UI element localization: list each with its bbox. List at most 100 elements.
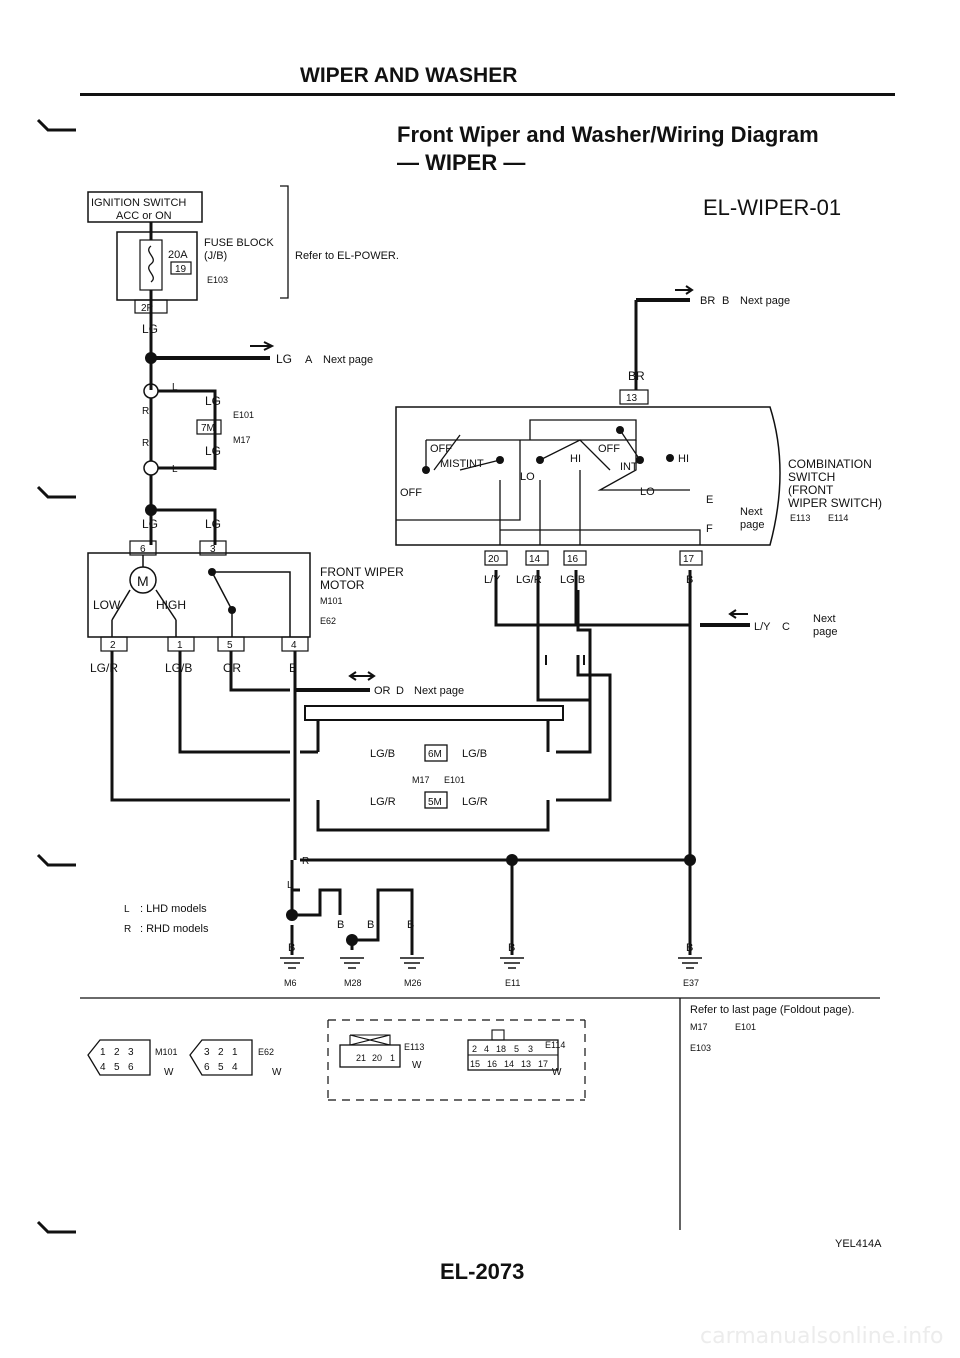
motor-pin-2: 2 [110, 640, 116, 651]
svg-text:E113: E113 [404, 1042, 424, 1052]
legend-lhd: : LHD models [140, 903, 207, 915]
wire-ly-2: L/Y [754, 621, 771, 633]
svg-text:3: 3 [128, 1047, 134, 1058]
svg-text:16: 16 [487, 1059, 497, 1069]
next-page-d: Next page [414, 685, 464, 697]
wire-or: OR [223, 661, 241, 675]
pos-lo-2: LO [640, 486, 655, 498]
wire-lg-5: LG [142, 517, 158, 531]
ground-m6: M6 [284, 978, 297, 988]
margin-mark [36, 1220, 76, 1234]
figure-code: YEL414A [835, 1238, 882, 1250]
ignition-label: IGNITION SWITCH [91, 197, 186, 209]
fuse-block-label-2: (J/B) [204, 250, 227, 262]
combi-label-3: (FRONT [788, 483, 834, 497]
fuse-amp: 20A [168, 249, 188, 261]
svg-text:M101: M101 [155, 1047, 178, 1057]
wire-lgb-3: LG/B [462, 748, 487, 760]
svg-text:18: 18 [496, 1044, 506, 1054]
next-page-b: Next page [740, 295, 790, 307]
combi-conn-e113: E113 [790, 513, 810, 523]
wire-lgb: LG/B [165, 661, 192, 675]
motor-pin-4: 4 [291, 640, 297, 651]
wire-lg-2: LG [276, 352, 292, 366]
joint-5m: 5M [428, 797, 442, 808]
svg-text:4: 4 [484, 1044, 489, 1054]
conn-m17: M17 [233, 435, 251, 445]
pos-int-2: INT [620, 461, 638, 473]
marker-r-2: R [142, 438, 149, 449]
motor-high: HIGH [156, 598, 186, 612]
wire-lg-4: LG [205, 444, 221, 458]
wire-b: B [289, 661, 297, 675]
wire-br: BR [700, 295, 715, 307]
pin-14: 14 [529, 554, 541, 565]
marker-l-2: L [172, 464, 178, 475]
wire-lgr-4: LG/R [516, 574, 542, 586]
next-ef: Next [740, 506, 763, 518]
wire-lg: LG [142, 322, 158, 336]
fuse-block-label: FUSE BLOCK [204, 237, 274, 249]
wire-b-8: B [686, 942, 693, 954]
motor-conn-e62: E62 [320, 616, 336, 626]
next-ref-e: E [706, 494, 713, 506]
fuse-number: 19 [175, 264, 187, 275]
ground-e37: E37 [683, 978, 699, 988]
wire-lgb-2: LG/B [370, 748, 395, 760]
wire-b-2: B [686, 574, 693, 586]
wire-br-2: BR [628, 369, 645, 383]
marker-l-bus: L [287, 880, 293, 891]
conn-e101-2: E101 [444, 775, 465, 785]
combi-label-2: SWITCH [788, 470, 835, 484]
svg-text:W: W [272, 1067, 282, 1078]
marker-l: L [172, 382, 178, 393]
margin-mark [36, 118, 76, 132]
svg-text:E114: E114 [545, 1040, 565, 1050]
joint-7m: 7M [201, 423, 215, 434]
svg-text:21: 21 [356, 1053, 366, 1063]
pin-17: 17 [683, 554, 695, 565]
refer-e101: E101 [735, 1022, 756, 1032]
section-title: WIPER AND WASHER [300, 64, 518, 87]
refer-power: Refer to EL-POWER. [295, 250, 399, 262]
wire-b-5: B [407, 919, 414, 931]
motor-title: FRONT WIPER [320, 565, 404, 579]
svg-text:1: 1 [100, 1047, 106, 1058]
motor-pin-5: 5 [227, 640, 233, 651]
wire-or-2: OR [374, 685, 391, 697]
marker-r-bus: R [302, 856, 309, 867]
legend-rhd: : RHD models [140, 923, 209, 935]
pos-int: INT [466, 458, 484, 470]
wire-lgb-4: LG/B [560, 574, 585, 586]
svg-text:3: 3 [528, 1044, 533, 1054]
pin-13: 13 [626, 393, 638, 404]
next-ref-f: F [706, 523, 713, 535]
pos-off-3: OFF [400, 487, 422, 499]
margin-mark [36, 485, 76, 499]
pos-hi: HI [570, 453, 581, 465]
watermark: carmanualsonline.info [700, 1324, 944, 1349]
svg-text:20: 20 [372, 1053, 382, 1063]
svg-text:3: 3 [204, 1047, 210, 1058]
svg-text:2: 2 [472, 1044, 477, 1054]
motor-pin-6: 6 [140, 544, 146, 555]
svg-text:15: 15 [470, 1059, 480, 1069]
diagram-subtitle: — WIPER — [397, 150, 526, 175]
svg-text:W: W [164, 1067, 174, 1078]
svg-text:13: 13 [521, 1059, 531, 1069]
motor-conn-m101: M101 [320, 596, 343, 606]
wire-lg-6: LG [205, 517, 221, 531]
refer-foldout: Refer to last page (Foldout page). [690, 1004, 854, 1016]
ground-m28: M28 [344, 978, 362, 988]
wire-lgr-3: LG/R [462, 796, 488, 808]
svg-text:1: 1 [390, 1053, 395, 1063]
ignition-connector: 2P [141, 303, 154, 314]
conn-e101: E101 [233, 410, 254, 420]
refer-m17: M17 [690, 1022, 708, 1032]
motor-box [87, 552, 311, 638]
svg-text:5: 5 [514, 1044, 519, 1054]
diagram-title: Front Wiper and Washer/Wiring Diagram [397, 122, 819, 147]
combi-conn-e114: E114 [828, 513, 848, 523]
pin-20: 20 [488, 554, 500, 565]
svg-text:6: 6 [128, 1062, 134, 1073]
